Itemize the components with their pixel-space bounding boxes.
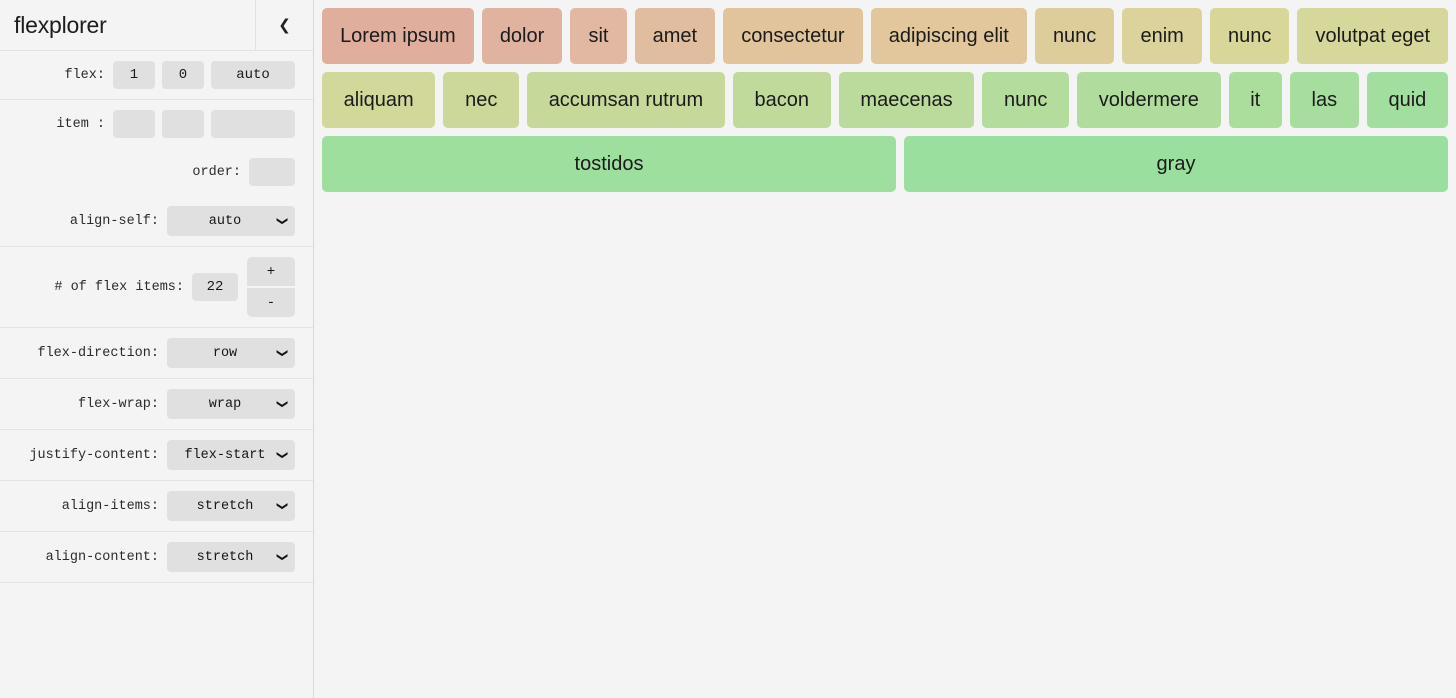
justify-content-select[interactable]: flex-start [167,440,295,470]
flex-item[interactable]: it [1228,72,1282,128]
flex-item[interactable]: bacon [732,72,831,128]
flex-item[interactable]: maecenas [838,72,975,128]
stepper-buttons: + - [247,257,295,317]
increment-button[interactable]: + [247,257,295,286]
align-items-label: align-items: [61,498,159,514]
align-items-row: align-items: stretch ❮ [0,481,313,532]
controls-sidebar: flexplorer ❮ flex: item : order: align-s… [0,0,314,698]
justify-content-select-wrap: flex-start ❮ [167,440,295,470]
flex-shorthand-row: flex: [0,51,313,100]
flex-item[interactable]: enim [1122,8,1202,64]
flex-grow-input[interactable] [113,61,155,89]
align-self-select[interactable]: auto [167,206,295,236]
flex-direction-select[interactable]: row [167,338,295,368]
align-content-label: align-content: [45,549,159,565]
flex-item[interactable]: sit [570,8,627,64]
flex-direction-select-wrap: row ❮ [167,338,295,368]
flex-item[interactable]: tostidos [322,136,897,192]
align-content-select[interactable]: stretch [167,542,295,572]
flex-item[interactable]: accumsan rutrum [527,72,725,128]
flex-wrap-select-wrap: wrap ❮ [167,389,295,419]
item-field-1[interactable] [113,110,155,138]
flex-item[interactable]: nunc [1209,8,1290,64]
flex-item[interactable]: aliquam [322,72,436,128]
flex-wrap-row: flex-wrap: wrap ❮ [0,379,313,430]
flex-item[interactable]: amet [634,8,716,64]
flex-item[interactable]: voldermere [1077,72,1221,128]
flex-item[interactable]: nunc [1034,8,1115,64]
item-field-2[interactable] [162,110,204,138]
flex-direction-row: flex-direction: row ❮ [0,328,313,379]
flex-item[interactable]: consectetur [723,8,863,64]
justify-content-label: justify-content: [29,447,159,463]
flex-item[interactable]: gray [904,136,1448,192]
flex-item[interactable]: dolor [481,8,563,64]
flex-label: flex: [64,67,105,83]
align-content-select-wrap: stretch ❮ [167,542,295,572]
align-self-select-wrap: auto ❮ [167,206,295,236]
item-field-3[interactable] [211,110,295,138]
flex-wrap-select[interactable]: wrap [167,389,295,419]
flex-item[interactable]: Lorem ipsum [322,8,474,64]
item-label: item : [56,116,105,132]
quantity-stepper: + - [192,257,295,317]
flex-wrap-label: flex-wrap: [77,396,159,412]
decrement-button[interactable]: - [247,288,295,317]
order-row: order: [0,148,313,196]
align-self-label: align-self: [69,213,159,229]
page-title: flexplorer [14,11,107,38]
chevron-left-icon[interactable]: ❮ [255,0,313,50]
align-content-row: align-content: stretch ❮ [0,532,313,583]
flex-item-count-row: # of flex items: + - [0,247,313,328]
align-self-row: align-self: auto ❮ [0,196,313,247]
flex-direction-label: flex-direction: [37,345,159,361]
align-items-select[interactable]: stretch [167,491,295,521]
flex-item[interactable]: adipiscing elit [870,8,1027,64]
flex-basis-input[interactable] [211,61,295,89]
order-label: order: [192,164,241,180]
flex-item[interactable]: volutpat eget [1297,8,1449,64]
align-items-select-wrap: stretch ❮ [167,491,295,521]
order-input[interactable] [249,158,295,186]
flex-item[interactable]: las [1289,72,1359,128]
flex-item[interactable]: nunc [982,72,1070,128]
flex-item[interactable]: quid [1366,72,1448,128]
justify-content-row: justify-content: flex-start ❮ [0,430,313,481]
item-fields-row: item : [0,100,313,148]
flex-shrink-input[interactable] [162,61,204,89]
flex-item[interactable]: nec [443,72,520,128]
sidebar-header: flexplorer ❮ [0,0,313,51]
flex-item-count-label: # of flex items: [54,279,184,295]
flex-item-count-input[interactable] [192,273,238,301]
